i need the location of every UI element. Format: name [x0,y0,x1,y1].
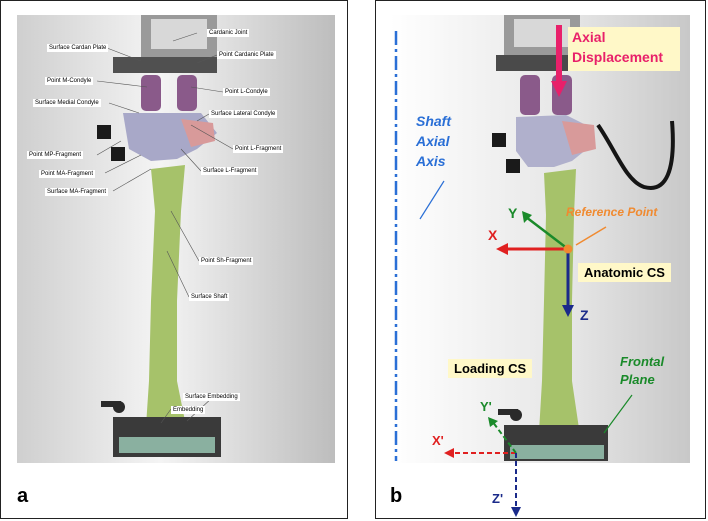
photo-a [17,15,335,463]
axis-x-label: X [488,227,498,243]
panel-a: Cardanic Joint Surface Cardan Plate Poin… [0,0,348,519]
label-surface-embedding: Surface Embedding [183,393,240,401]
label-point-cardanic-plate: Point Cardanic Plate [217,51,276,59]
label-surface-medial-condyle: Surface Medial Condyle [33,99,101,107]
anatomic-cs-label: Anatomic CS [578,263,671,282]
axis-z-label: Z [580,307,589,323]
axis-y-prime-label: Y' [480,399,492,414]
frontal-plane-label: Frontal Plane [620,353,664,389]
label-point-l-condyle: Point L-Condyle [223,88,270,96]
shaft-axial-axis-line1: Shaft [416,113,451,129]
label-surface-cardan-plate: Surface Cardan Plate [47,44,109,52]
panel-letter-b: b [390,485,403,507]
label-surface-l-fragment: Surface L-Fragment [201,167,259,175]
reference-point-label: Reference Point [566,205,658,219]
label-surface-lateral-condyle: Surface Lateral Condyle [209,110,278,118]
panel-letter-a: a [17,485,29,507]
loading-cs-label: Loading CS [448,359,533,378]
label-point-ma-fragment: Point MA-Fragment [39,170,96,178]
label-point-m-condyle: Point M-Condyle [45,77,94,85]
shaft-axial-axis-label: Shaft Axial Axis [416,111,451,171]
panel-b: Axial Displacement Shaft Axial Axis Refe… [375,0,706,519]
frontal-plane-line2: Plane [620,372,655,387]
frontal-plane-line1: Frontal [620,354,665,369]
axis-z-prime-label: Z' [492,491,504,506]
photo-b [390,15,690,517]
axial-displacement-line2: Displacement [572,49,664,65]
axial-displacement-label: Axial Displacement [568,27,680,71]
label-cardanic-joint: Cardanic Joint [207,29,250,37]
label-point-sh-fragment: Point Sh-Fragment [199,257,254,265]
shaft-axial-axis-line2: Axial [416,133,450,149]
axis-y-label: Y [508,205,518,221]
shaft-axial-axis-line3: Axis [416,153,446,169]
label-embedding: Embedding [171,406,206,414]
axial-displacement-line1: Axial [572,29,606,45]
axis-x-prime-label: X' [432,433,444,448]
label-point-l-fragment: Point L-Fragment [233,145,284,153]
label-point-mp-fragment: Point MP-Fragment [27,151,84,159]
label-surface-ma-fragment: Surface MA-Fragment [45,188,109,196]
label-surface-shaft: Surface Shaft [189,293,230,301]
